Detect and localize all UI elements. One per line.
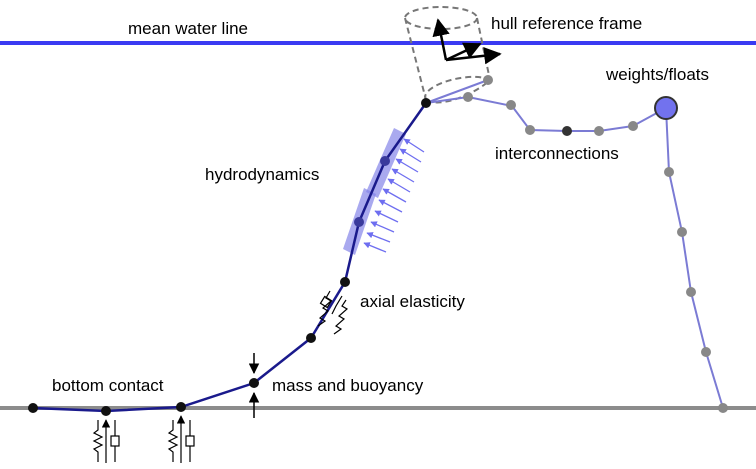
interconnection-nodes	[463, 75, 728, 413]
interconnections-label: interconnections	[495, 144, 619, 163]
node	[701, 347, 711, 357]
connection-point	[562, 126, 572, 136]
node	[463, 92, 473, 102]
node	[101, 406, 111, 416]
hull-reference-frame	[404, 6, 491, 104]
node	[354, 217, 364, 227]
node	[506, 100, 516, 110]
bottom-contact-label: bottom contact	[52, 376, 164, 395]
mean-water-line-label: mean water line	[128, 19, 248, 38]
main-line-nodes	[28, 98, 431, 416]
node	[28, 403, 38, 413]
node	[686, 287, 696, 297]
node	[664, 167, 674, 177]
node	[718, 403, 728, 413]
float-buoy	[654, 96, 678, 120]
mass-and-buoyancy-label: mass and buoyancy	[272, 376, 424, 395]
node	[594, 126, 604, 136]
interconnection-line	[425, 95, 667, 132]
axial-elasticity-label: axial elasticity	[360, 292, 465, 311]
node	[176, 402, 186, 412]
bottom-contact-spring-2-icon	[167, 415, 195, 463]
node	[421, 98, 431, 108]
float-line	[665, 107, 724, 409]
bottom-contact-spring-1-icon	[92, 419, 120, 463]
hydrodynamics-label: hydrodynamics	[205, 165, 319, 184]
node	[628, 121, 638, 131]
node	[677, 227, 687, 237]
node	[483, 75, 493, 85]
hydrodynamic-force-arrows	[363, 138, 425, 253]
hull-reference-frame-label: hull reference frame	[491, 14, 642, 33]
weights-floats-label: weights/floats	[605, 65, 709, 84]
hydro-nodes	[354, 156, 390, 227]
node	[525, 125, 535, 135]
axial-elasticity-symbol-icon	[317, 290, 349, 335]
hull-frame-axes-icon	[432, 18, 502, 65]
node	[249, 378, 259, 388]
node	[380, 156, 390, 166]
node	[306, 333, 316, 343]
node	[340, 277, 350, 287]
main-mooring-line	[32, 102, 428, 413]
hull-connector	[425, 79, 489, 104]
